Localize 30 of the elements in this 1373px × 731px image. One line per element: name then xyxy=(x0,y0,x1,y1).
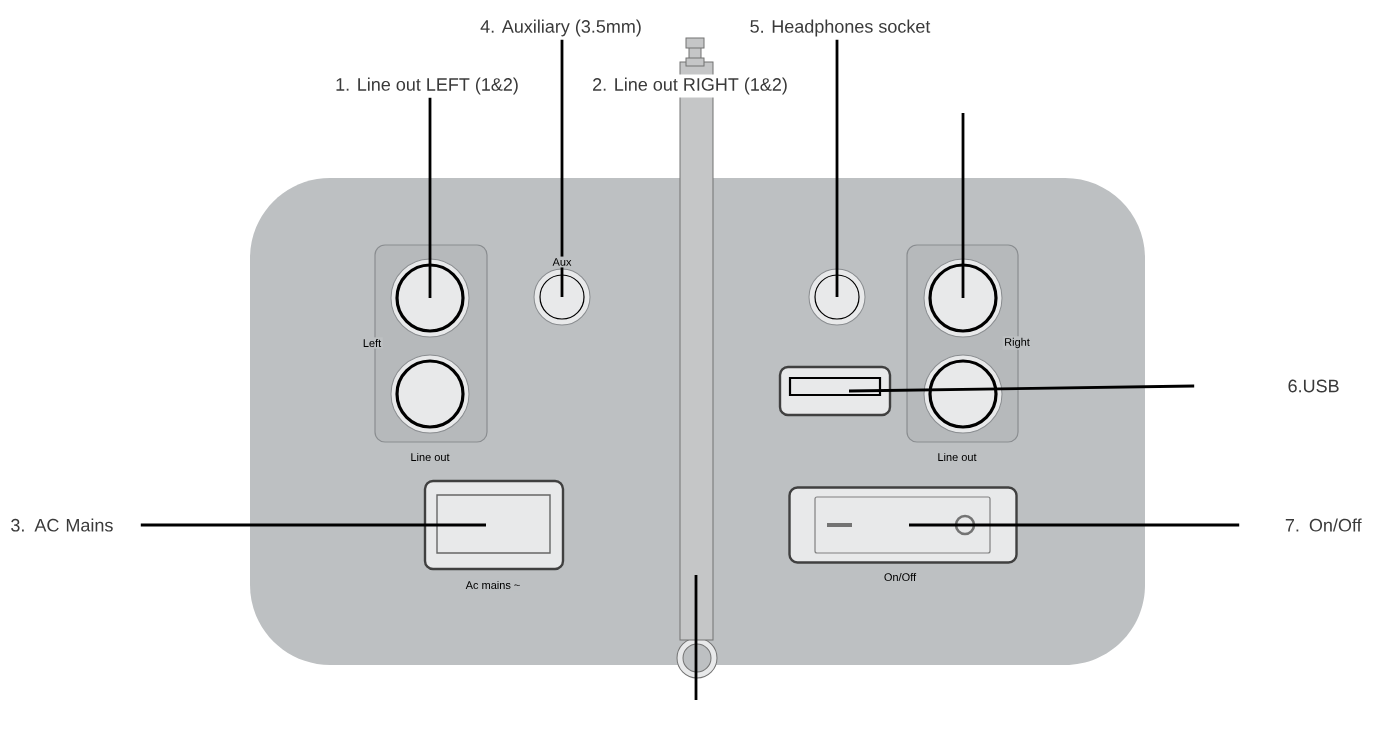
panel-label: On/Off xyxy=(882,571,918,583)
panel-label: Aux xyxy=(550,256,574,268)
leader-line xyxy=(961,113,965,298)
panel-label: Line out xyxy=(408,451,452,463)
usb-port xyxy=(778,365,892,417)
panel-label: Right xyxy=(1002,336,1032,350)
callout-label: 4. Auxiliary (3.5mm) xyxy=(480,19,641,37)
panel-label: Ac mains ~ xyxy=(464,579,522,591)
power-inlet xyxy=(423,479,565,571)
callout-label: 6.USB xyxy=(1288,379,1339,393)
callout-label: 7. On/Off xyxy=(1285,518,1362,532)
jack-socket xyxy=(923,354,1003,434)
callout-label: 1. Line out LEFT (1&2) xyxy=(336,77,518,95)
leader-line xyxy=(848,384,1195,393)
leader-line xyxy=(140,523,486,527)
callout-label: 3. AC Mains xyxy=(11,518,113,532)
callout-label: 5. Headphones socket xyxy=(750,19,931,37)
rocker-switch xyxy=(788,486,1018,564)
leader-line xyxy=(835,39,839,297)
jack-socket xyxy=(923,258,1003,338)
jack-socket xyxy=(390,258,470,338)
leader-line xyxy=(428,97,432,298)
panel-label: Line out xyxy=(935,451,979,463)
callout-label: 2. Line out RIGHT (1&2) xyxy=(589,74,791,98)
leader-line xyxy=(909,523,1240,527)
jack-socket xyxy=(533,268,591,326)
panel-label: Left xyxy=(361,337,383,349)
jack-socket xyxy=(390,354,470,434)
leader-line xyxy=(560,39,564,297)
jack-socket xyxy=(808,268,866,326)
